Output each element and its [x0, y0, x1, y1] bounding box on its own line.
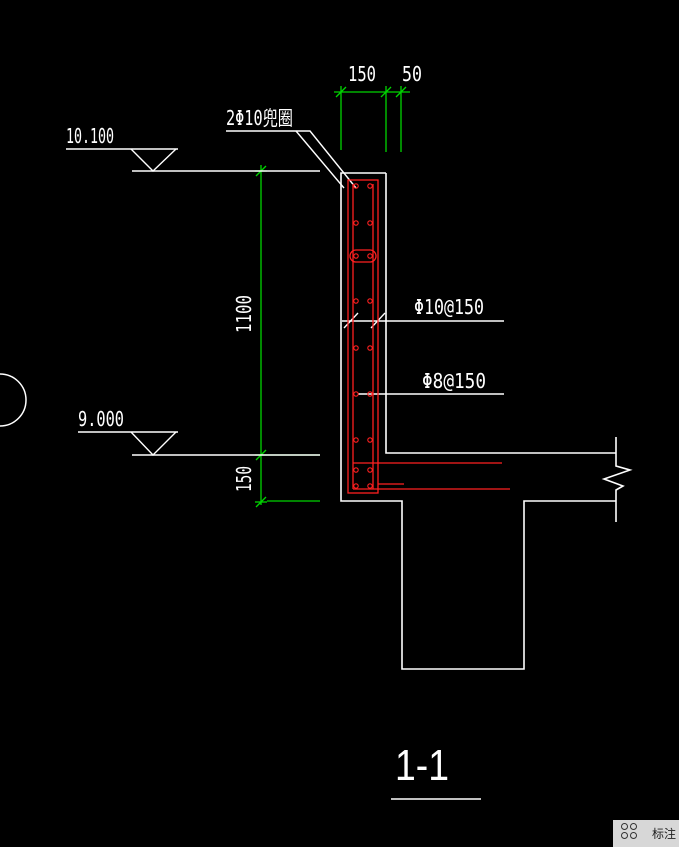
rebar-horizontal-text: Φ8@150 — [422, 369, 486, 393]
section-title: 1-1 — [395, 741, 449, 790]
rebar-dots — [353, 183, 373, 489]
partial-circle-marker — [0, 373, 27, 427]
elevation-floor-text: 9.000 — [78, 407, 124, 431]
dim-top-cover-text: 50 — [402, 62, 422, 86]
annotate-label: 标注 — [652, 827, 677, 841]
grid-circles-icon — [621, 822, 643, 845]
reinforcement — [347, 179, 510, 494]
elevation-top-text: 10.100 — [66, 124, 114, 148]
dim-top-wall-text: 150 — [348, 62, 376, 86]
dim-slab-text: 150 — [232, 466, 256, 492]
concrete-outline — [340, 172, 633, 670]
ring-beam-rebar-text: 2Φ10兜圈 — [226, 106, 293, 130]
dim-height-text: 1100 — [232, 295, 256, 333]
annotate-panel-button[interactable]: 标注 — [613, 820, 679, 847]
leader-lines — [66, 130, 504, 800]
rebar-vertical-text: Φ10@150 — [414, 295, 484, 319]
